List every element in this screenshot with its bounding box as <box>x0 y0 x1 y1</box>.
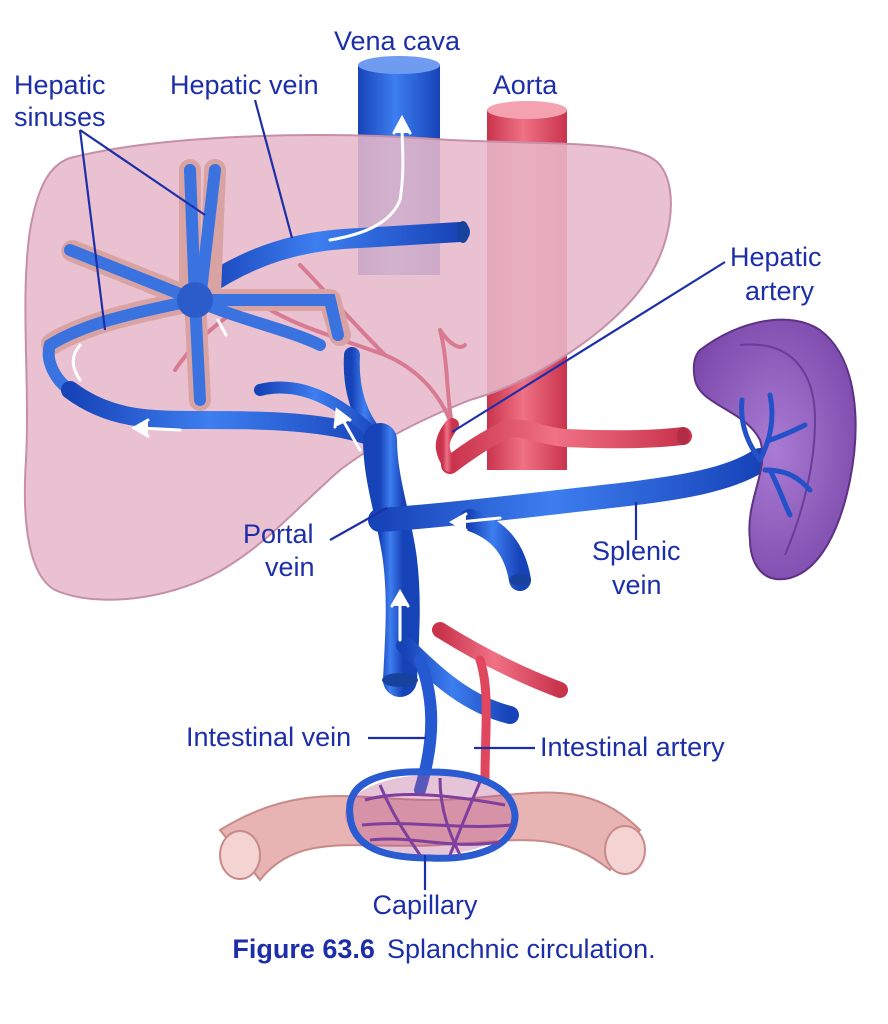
hepatic-sinus-network <box>39 159 351 411</box>
label-intestinal-artery: Intestinal artery <box>540 732 725 762</box>
label-aorta: Aorta <box>493 70 559 100</box>
label-vena-cava: Vena cava <box>334 26 461 56</box>
hepatic-artery <box>435 418 692 474</box>
label-splenic-vein-1: Splenic <box>592 536 681 566</box>
leader-hepatic-vein <box>253 99 294 239</box>
label-hepatic-sinuses-1: Hepatic <box>14 70 106 100</box>
leader-lines <box>78 99 726 890</box>
label-hepatic-vein: Hepatic vein <box>170 70 319 100</box>
label-portal-vein-1: Portal <box>243 519 314 549</box>
figure-caption: Figure 63.6 Splanchnic circulation. <box>0 934 888 965</box>
label-portal-vein-2: vein <box>265 552 315 582</box>
intestine <box>218 791 646 882</box>
label-intestinal-vein: Intestinal vein <box>186 722 351 752</box>
label-hepatic-artery-1: Hepatic <box>730 242 822 272</box>
hepatic-vein-end <box>457 221 469 243</box>
figure-number: Figure 63.6 <box>232 934 375 964</box>
leader-hepatic-sinuses-b <box>78 129 107 331</box>
portal-vein <box>363 423 772 724</box>
labels: Vena cava Hepatic vein Hepatic sinuses A… <box>14 26 822 920</box>
flow-arrows <box>71 114 502 642</box>
splenic-branch-end <box>509 574 531 586</box>
spleen <box>692 318 857 581</box>
leader-portal-vein <box>329 507 388 541</box>
leader-hepatic-sinuses-a <box>79 129 206 216</box>
leader-hepatic-artery <box>451 261 726 433</box>
portal-vein-end <box>382 673 418 687</box>
figure-caption-text: Splanchnic circulation. <box>386 934 656 964</box>
label-splenic-vein-2: vein <box>612 570 662 600</box>
intestinal-artery-vessels <box>432 622 568 785</box>
label-hepatic-sinuses-2: sinuses <box>14 102 106 132</box>
label-capillary: Capillary <box>372 890 478 920</box>
hepatic-artery-branches <box>173 263 467 427</box>
label-hepatic-artery-2: artery <box>745 276 815 306</box>
capillary-bed <box>345 768 519 862</box>
